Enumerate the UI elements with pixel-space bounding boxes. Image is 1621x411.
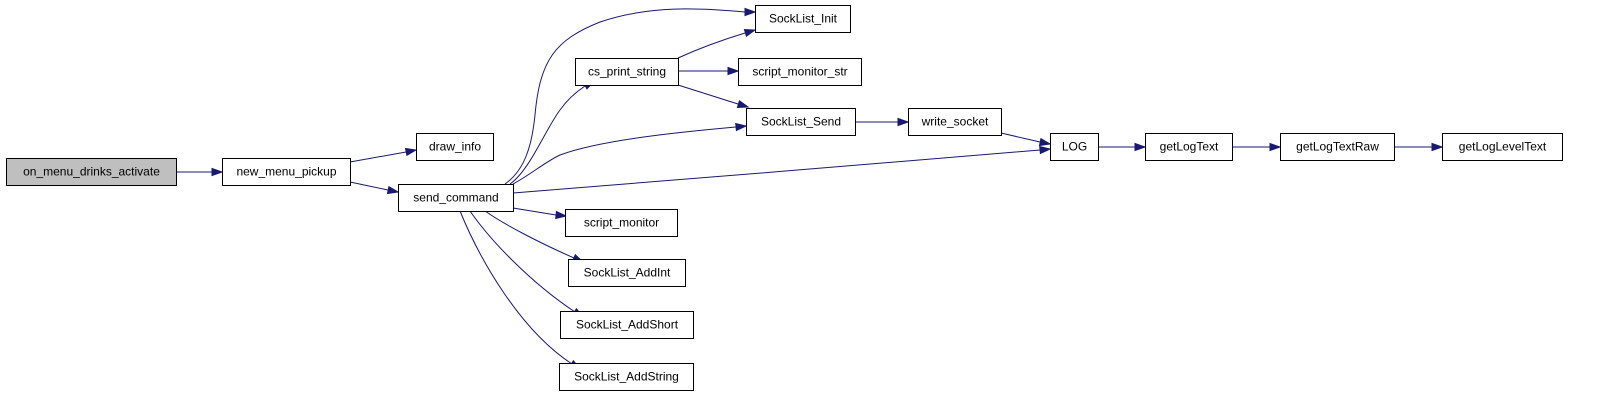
node-LOG[interactable]: LOG — [1050, 133, 1099, 161]
arrowhead-icon — [735, 122, 748, 132]
edge-line — [459, 210, 573, 365]
arrowhead-icon — [1431, 142, 1444, 152]
edge-line — [512, 207, 557, 216]
node-draw_info[interactable]: draw_info — [416, 133, 494, 161]
node-write_socket[interactable]: write_socket — [908, 108, 1002, 136]
node-SockList_AddString[interactable]: SockList_AddString — [559, 363, 694, 391]
node-label: LOG — [1062, 140, 1087, 154]
node-getLogLevelText[interactable]: getLogLevelText — [1442, 133, 1563, 161]
arrowhead-icon — [386, 185, 400, 195]
node-label: script_monitor_str — [752, 65, 847, 79]
edge-line — [484, 210, 575, 259]
node-box[interactable] — [1442, 133, 1563, 161]
edge-send_command-to-cs_print_string — [509, 80, 596, 185]
node-SockList_Send[interactable]: SockList_Send — [746, 108, 856, 136]
arrowhead-icon — [744, 7, 757, 17]
node-label: getLogLevelText — [1459, 140, 1547, 154]
node-getLogTextRaw[interactable]: getLogTextRaw — [1280, 133, 1395, 161]
node-label: write_socket — [921, 115, 989, 129]
node-label: draw_info — [429, 140, 481, 154]
arrowhead-icon — [1038, 137, 1052, 147]
edge-getLogText-to-getLogTextRaw — [1232, 142, 1282, 152]
node-label: SockList_AddShort — [576, 318, 679, 332]
edge-send_command-to-LOG — [512, 145, 1052, 194]
edge-getLogTextRaw-to-getLogLevelText — [1394, 142, 1444, 152]
node-box[interactable] — [6, 158, 177, 186]
edge-on_menu_drinks_activate-to-new_menu_pickup — [176, 167, 224, 177]
node-on_menu_drinks_activate[interactable]: on_menu_drinks_activate — [6, 158, 177, 186]
node-label: cs_print_string — [588, 65, 666, 79]
arrowhead-icon — [897, 117, 910, 127]
node-box[interactable] — [568, 259, 686, 287]
node-script_monitor[interactable]: script_monitor — [565, 209, 678, 237]
node-box[interactable] — [755, 5, 851, 33]
node-label: on_menu_drinks_activate — [23, 165, 160, 179]
arrowhead-icon — [404, 147, 418, 157]
node-getLogText[interactable]: getLogText — [1145, 133, 1233, 161]
edge-line — [349, 151, 407, 163]
node-box[interactable] — [560, 311, 694, 339]
arrowhead-icon — [727, 66, 740, 76]
node-label: script_monitor — [584, 216, 659, 230]
edge-line — [504, 8, 746, 185]
arrowhead-icon — [743, 28, 757, 38]
node-new_menu_pickup[interactable]: new_menu_pickup — [222, 158, 351, 186]
node-box[interactable] — [565, 209, 678, 237]
edge-LOG-to-getLogText — [1098, 142, 1147, 152]
node-send_command[interactable]: send_command — [398, 184, 514, 212]
node-box[interactable] — [908, 108, 1002, 136]
arrowhead-icon — [1269, 142, 1282, 152]
node-label: SockList_AddString — [574, 370, 679, 384]
node-box[interactable] — [222, 158, 351, 186]
node-label: new_menu_pickup — [236, 165, 336, 179]
node-label: SockList_Send — [761, 115, 841, 129]
edge-cs_print_string-to-script_monitor_str — [678, 66, 740, 76]
arrowhead-icon — [211, 167, 224, 177]
node-label: send_command — [413, 191, 498, 205]
arrowhead-icon — [736, 99, 750, 109]
node-box[interactable] — [738, 58, 862, 86]
node-box[interactable] — [746, 108, 856, 136]
edge-line — [349, 181, 389, 191]
edge-send_command-to-script_monitor — [512, 207, 568, 220]
node-script_monitor_str[interactable]: script_monitor_str — [738, 58, 862, 86]
arrowhead-icon — [1134, 142, 1147, 152]
node-label: SockList_Init — [769, 12, 838, 26]
arrowhead-icon — [555, 210, 568, 220]
node-label: SockList_AddInt — [584, 266, 671, 280]
edge-line — [677, 32, 746, 59]
edge-send_command-to-SockList_Send — [512, 122, 748, 185]
node-SockList_AddInt[interactable]: SockList_AddInt — [568, 259, 686, 287]
node-box[interactable] — [575, 58, 679, 86]
node-SockList_Init[interactable]: SockList_Init — [755, 5, 851, 33]
edge-line — [512, 126, 737, 185]
nodes-layer: on_menu_drinks_activate new_menu_pickup dr… — [6, 5, 1563, 391]
node-box[interactable] — [398, 184, 514, 212]
edge-cs_print_string-to-SockList_Send — [677, 84, 750, 109]
node-SockList_AddShort[interactable]: SockList_AddShort — [560, 311, 694, 339]
node-cs_print_string[interactable]: cs_print_string — [575, 58, 679, 86]
edge-line — [512, 149, 1041, 194]
edge-new_menu_pickup-to-draw_info — [349, 147, 418, 163]
node-label: getLogText — [1160, 140, 1219, 154]
edge-new_menu_pickup-to-send_command — [349, 181, 400, 195]
edge-write_socket-to-LOG — [1000, 132, 1052, 147]
edge-line — [469, 210, 576, 313]
edge-cs_print_string-to-SockList_Init — [677, 28, 757, 59]
node-box[interactable] — [559, 363, 694, 391]
arrowhead-icon — [1039, 145, 1052, 155]
node-box[interactable] — [416, 133, 494, 161]
node-label: getLogTextRaw — [1296, 140, 1379, 154]
node-box[interactable] — [1050, 133, 1099, 161]
edge-line — [1000, 132, 1041, 143]
node-box[interactable] — [1280, 133, 1395, 161]
edge-send_command-to-SockList_Init — [504, 7, 757, 185]
edge-line — [509, 85, 586, 185]
edge-send_command-to-SockList_AddString — [459, 210, 582, 370]
edge-SockList_Send-to-write_socket — [855, 117, 910, 127]
node-box[interactable] — [1145, 133, 1233, 161]
edge-line — [677, 84, 739, 105]
